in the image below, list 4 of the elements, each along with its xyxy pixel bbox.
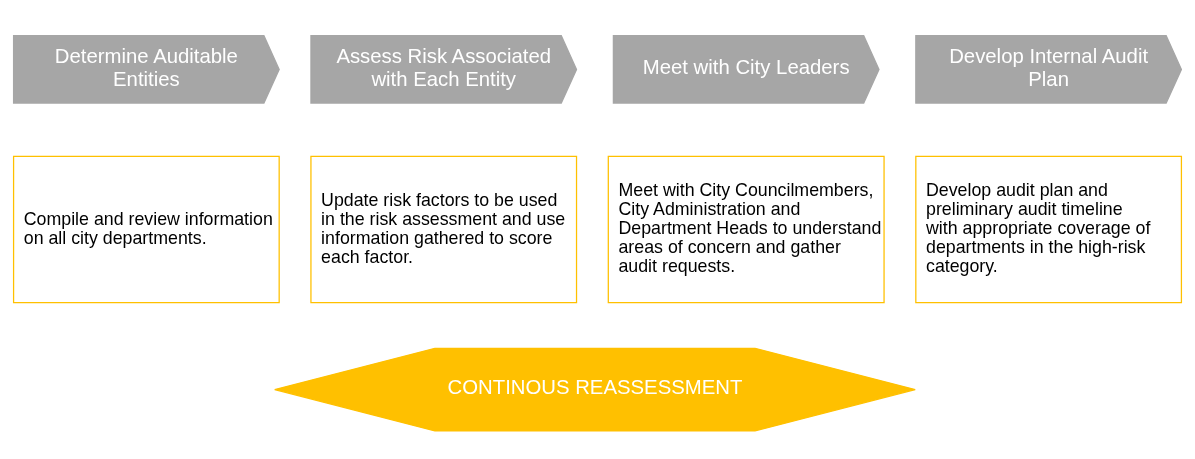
node-box: Compile and review information on all city departments.	[12, 155, 280, 304]
node-box: Update risk factors to be used in the risk assessment and use information gathered to score each factor.	[310, 155, 578, 304]
node-box: Meet with City Councilmembers, City Administration and Department Heads to understand areas of concern and gather audit requests.	[607, 155, 885, 304]
node-box: Develop audit plan and preliminary audit timeline with appropriate coverage of departments in the high-risk category.	[915, 155, 1183, 304]
